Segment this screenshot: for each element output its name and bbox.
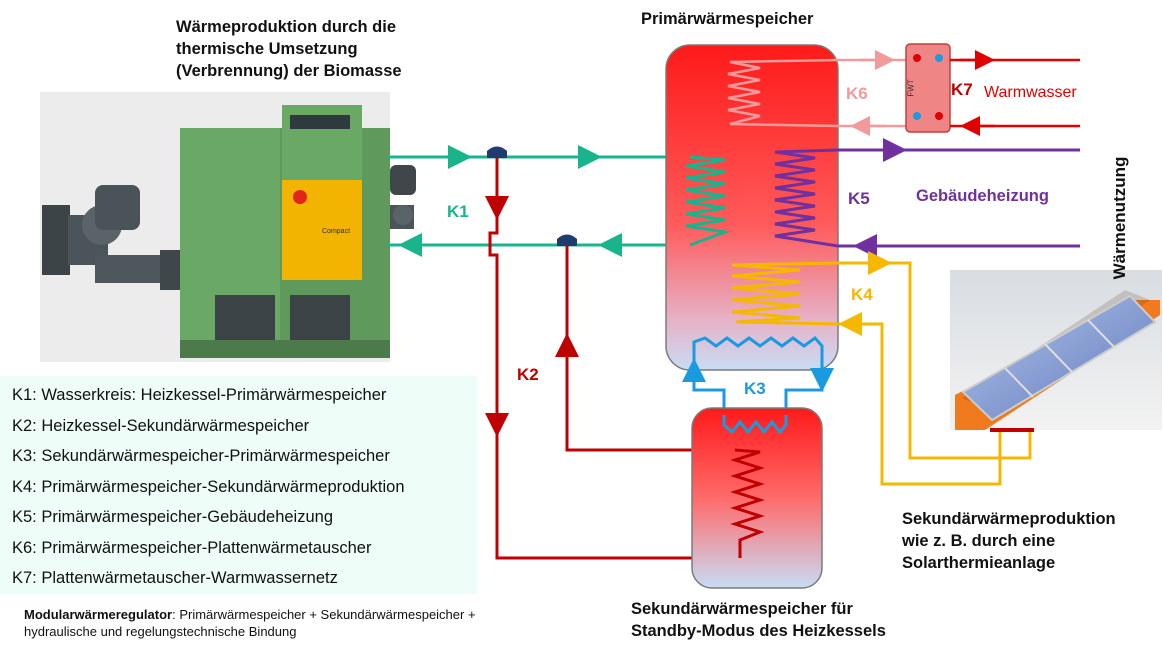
legend-list: K1: Wasserkreis: Heizkessel-Primärwärmes… xyxy=(0,376,477,594)
circuit-k3-coil-secondary xyxy=(722,415,788,435)
legend-item-k1: K1: Wasserkreis: Heizkessel-Primärwärmes… xyxy=(12,386,387,404)
standby-title-line1: Sekundärwärmespeicher für xyxy=(631,600,853,618)
standby-title-line2: Standby-Modus des Heizkessels xyxy=(631,622,886,640)
fwt-label: FWT xyxy=(906,79,916,97)
mixing-valve-icon xyxy=(487,146,577,246)
circuit-k1-pipes xyxy=(388,145,690,257)
secondary-production-line2: wie z. B. durch eine xyxy=(902,532,1056,550)
secondary-production-line1: Sekundärwärmeproduktion xyxy=(902,510,1116,528)
circuit-k3-label: K3 xyxy=(744,379,766,398)
circuit-k1-coil xyxy=(685,155,731,247)
legend-item-k3: K3: Sekundärwärmespeicher-Primärwärmespe… xyxy=(12,447,390,465)
warmwasser-label: Warmwasser xyxy=(984,84,1077,101)
circuit-k2-pipes xyxy=(485,157,740,560)
plate-heat-exchanger xyxy=(905,43,951,133)
circuit-k6-coil xyxy=(727,58,839,128)
boiler-title-line1: Wärmeproduktion durch die xyxy=(176,18,397,36)
circuit-k3-pipes xyxy=(682,352,834,415)
waermenutzung-label: Wärmenutzung xyxy=(1110,156,1129,280)
circuit-k6-pipes xyxy=(838,50,908,136)
circuit-k5-pipes xyxy=(838,138,1080,258)
circuit-k4-coil xyxy=(731,261,839,326)
circuit-legend: K1: Wasserkreis: Heizkessel-Primärwärmes… xyxy=(0,376,477,594)
footnote: Modularwärmeregulator: Primärwärmespeich… xyxy=(24,606,544,640)
biomass-boiler-icon: Compact xyxy=(40,92,416,362)
circuit-k5-coil xyxy=(774,148,839,248)
circuit-k4-pipes xyxy=(838,251,1032,486)
legend-item-k7: K7: Plattenwärmetauscher-Warmwassernetz xyxy=(12,569,338,587)
secondary-production-line3: Solarthermieanlage xyxy=(902,554,1056,572)
circuit-k2-label: K2 xyxy=(517,365,539,384)
footnote-text: : Primärwärmespeicher + Sekundärwärmespe… xyxy=(24,607,476,639)
legend-item-k5: K5: Primärwärmespeicher-Gebäudeheizung xyxy=(12,508,333,526)
standby-storage-title: Sekundärwärmespeicher für Standby-Modus … xyxy=(631,598,886,642)
boiler-brand-label: Compact xyxy=(322,228,350,235)
primary-storage-title: Primärwärmespeicher xyxy=(641,10,814,28)
circuit-k4-label: K4 xyxy=(851,285,873,304)
gebaeudeheizung-label: Gebäudeheizung xyxy=(916,187,1049,205)
circuit-k5-label: K5 xyxy=(848,189,870,208)
circuit-k3-coil-primary xyxy=(692,335,824,352)
legend-item-k4: K4: Primärwärmespeicher-Sekundärwärmepro… xyxy=(12,477,405,496)
boiler-title-line2: thermische Umsetzung xyxy=(176,40,358,58)
secondary-production-title: Sekundärwärmeproduktion wie z. B. durch … xyxy=(902,508,1116,574)
circuit-k2-coil xyxy=(730,448,765,558)
boiler-title: Wärmeproduktion durch die thermische Ums… xyxy=(176,16,402,82)
legend-item-k6: K6: Primärwärmespeicher-Plattenwärmetaus… xyxy=(12,538,372,557)
circuit-k7-label: K7 xyxy=(951,80,973,99)
boiler-title-line3: (Verbrennung) der Biomasse xyxy=(176,62,402,80)
solar-panel-icon xyxy=(950,270,1162,432)
legend-item-k2: K2: Heizkessel-Sekundärwärmespeicher xyxy=(12,416,310,435)
circuit-k7-pipes xyxy=(950,50,1080,136)
circuit-k6-label: K6 xyxy=(846,84,868,103)
footnote-term: Modularwärmeregulator xyxy=(24,607,173,622)
circuit-k1-label: K1 xyxy=(447,202,469,221)
